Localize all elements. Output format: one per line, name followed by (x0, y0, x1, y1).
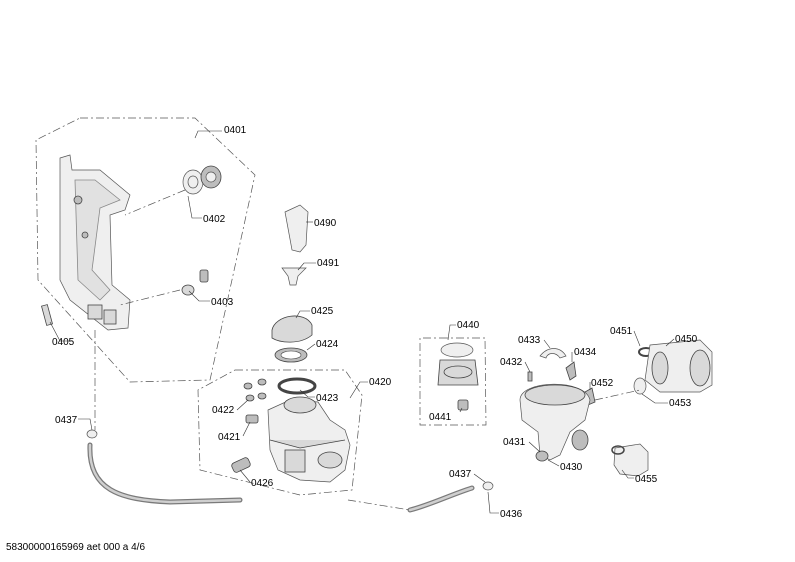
label-0437-right: 0437 (449, 469, 472, 480)
label-0430: 0430 (560, 462, 583, 473)
part-0453 (633, 377, 647, 395)
label-0432: 0432 (500, 357, 523, 368)
part-0421 (245, 414, 259, 424)
part-0423 (277, 377, 317, 395)
part-0455 (611, 443, 649, 477)
label-0422: 0422 (212, 405, 235, 416)
label-0440: 0440 (457, 320, 480, 331)
label-0405: 0405 (52, 337, 75, 348)
label-0436: 0436 (500, 509, 523, 520)
label-0431: 0431 (503, 437, 526, 448)
part-0401-frame (59, 154, 131, 331)
label-0424: 0424 (316, 339, 339, 350)
part-0403 (181, 269, 209, 296)
part-0425 (271, 315, 313, 343)
part-0490 (284, 204, 309, 253)
part-0434 (565, 361, 577, 381)
part-0433 (539, 348, 567, 359)
label-0425: 0425 (311, 306, 334, 317)
label-0455: 0455 (635, 474, 658, 485)
part-0441 (457, 399, 469, 411)
label-0434: 0434 (574, 347, 597, 358)
part-0450-circulation-pump (644, 339, 713, 393)
part-0424 (274, 347, 308, 363)
part-0491 (281, 267, 307, 286)
label-0491: 0491 (317, 258, 340, 269)
label-0490: 0490 (314, 218, 337, 229)
part-0432 (527, 371, 533, 382)
part-0426 (231, 457, 251, 473)
group-boundary-0401 (35, 117, 256, 383)
hose-right (407, 481, 494, 513)
label-0421: 0421 (218, 432, 241, 443)
label-0433: 0433 (518, 335, 541, 346)
part-0405 (41, 304, 53, 326)
label-0453: 0453 (669, 398, 692, 409)
part-0430-pump-housing (519, 383, 591, 461)
label-0441: 0441 (429, 412, 452, 423)
group-boundary-0440 (419, 337, 487, 426)
label-0401: 0401 (224, 125, 247, 136)
label-0403: 0403 (211, 297, 234, 308)
label-0451: 0451 (610, 326, 633, 337)
label-0452: 0452 (591, 378, 614, 389)
label-0450: 0450 (675, 334, 698, 345)
part-0402-seals (182, 165, 222, 195)
leader-lines (49, 130, 675, 514)
part-0431 (535, 450, 549, 462)
part-0440 (437, 342, 479, 386)
part-labels: 0401 0402 0403 0405 0437 0490 0491 0425 … (52, 125, 698, 520)
part-0420-sump (267, 396, 351, 483)
part-0422 (243, 378, 267, 402)
document-code: 58300000165969 aet 000 a 4/6 (6, 542, 146, 553)
group-boundary-0420 (197, 369, 363, 496)
label-0420: 0420 (369, 377, 392, 388)
label-0423: 0423 (316, 393, 339, 404)
label-0437-left: 0437 (55, 415, 78, 426)
label-0426: 0426 (251, 478, 274, 489)
label-0402: 0402 (203, 214, 226, 225)
